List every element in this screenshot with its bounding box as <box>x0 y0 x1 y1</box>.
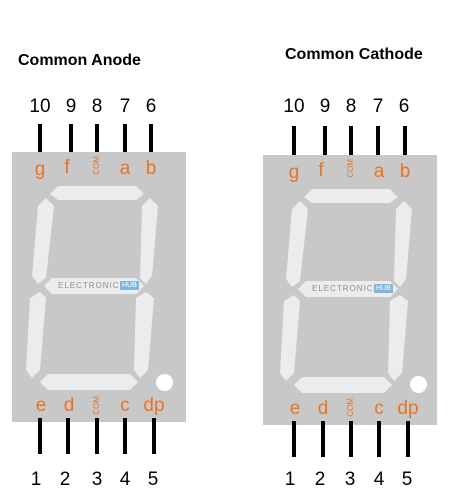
segment-label: a <box>119 158 131 179</box>
pin-lead <box>323 126 327 156</box>
seven-segment-digit <box>280 189 412 393</box>
pin-number: 10 <box>29 96 51 117</box>
decimal-point <box>410 376 427 393</box>
segment-a <box>50 186 144 200</box>
pin-lead <box>406 421 410 457</box>
pin-lead <box>38 418 42 454</box>
segment-d <box>40 374 138 390</box>
pin-lead <box>69 124 73 154</box>
pin-lead <box>66 418 70 454</box>
segment-label: d <box>63 395 75 416</box>
pin-number: 3 <box>91 469 103 490</box>
pin-number: 4 <box>119 469 131 490</box>
pin-lead <box>123 124 127 154</box>
pin-number: 7 <box>119 96 131 117</box>
pin-number: 6 <box>398 96 410 117</box>
pin-number: 1 <box>30 469 42 490</box>
segment-label: f <box>318 160 324 181</box>
pin-lead <box>95 124 99 154</box>
segment-label: COM <box>346 398 355 417</box>
pin-number: 5 <box>401 469 413 490</box>
pin-lead <box>349 421 353 457</box>
pin-lead <box>123 418 127 454</box>
pin-number: 2 <box>314 469 326 490</box>
pin-number: 2 <box>59 469 71 490</box>
segment-e <box>280 295 300 381</box>
segment-label: d <box>317 398 329 419</box>
pin-number: 1 <box>284 469 296 490</box>
pin-lead <box>149 124 153 154</box>
common-cathode-diagram: Common Cathode 10 9 8 7 6 g f COM a b EL… <box>237 0 474 502</box>
diagram-title: Common Anode <box>18 52 141 69</box>
segment-f <box>286 201 308 287</box>
pin-number: 9 <box>319 96 331 117</box>
pin-lead <box>152 418 156 454</box>
common-anode-diagram: Common Anode 10 9 8 7 6 g f COM a b ELEC… <box>12 52 186 490</box>
segment-g <box>298 281 398 297</box>
watermark-text: ELECTRONICS <box>58 281 126 290</box>
watermark-text: ELECTRONICS <box>312 284 380 293</box>
segment-g <box>44 278 144 294</box>
pin-lead <box>292 421 296 457</box>
segment-b <box>394 201 412 287</box>
segment-label: e <box>289 398 301 419</box>
pin-lead <box>321 421 325 457</box>
segment-label: e <box>35 395 47 416</box>
segment-b <box>140 198 158 284</box>
segment-label: c <box>120 395 130 416</box>
pin-lead <box>95 418 99 454</box>
pin-lead <box>377 421 381 457</box>
pin-lead <box>376 126 380 156</box>
segment-f <box>32 198 54 284</box>
pin-number: 5 <box>147 469 159 490</box>
segment-label: dp <box>397 398 419 419</box>
segment-label: b <box>145 158 157 179</box>
segment-label: b <box>399 161 411 182</box>
segment-label: COM <box>92 396 101 415</box>
segment-label: f <box>64 157 70 178</box>
segment-c <box>388 295 408 381</box>
segment-c <box>134 292 154 378</box>
pin-number: 6 <box>145 96 157 117</box>
pin-number: 3 <box>344 469 356 490</box>
pin-lead <box>403 126 407 156</box>
diagram-title: Common Cathode <box>285 46 423 63</box>
seven-segment-digit <box>26 186 158 390</box>
watermark-hub: HUB <box>374 284 393 293</box>
segment-e <box>26 292 46 378</box>
pin-lead <box>292 126 296 156</box>
watermark-hub: HUB <box>120 281 139 290</box>
segment-label: c <box>374 398 384 419</box>
pin-number: 8 <box>345 96 357 117</box>
pin-number: 8 <box>91 96 103 117</box>
pin-number: 4 <box>373 469 385 490</box>
segment-label: g <box>34 159 46 180</box>
segment-label: a <box>373 161 385 182</box>
pin-number: 10 <box>283 96 305 117</box>
decimal-point <box>156 374 173 391</box>
pin-number: 9 <box>65 96 77 117</box>
pin-number: 7 <box>372 96 384 117</box>
pin-lead <box>38 124 42 154</box>
segment-label: g <box>288 162 300 183</box>
pin-lead <box>349 126 353 156</box>
segment-a <box>304 189 398 203</box>
segment-d <box>294 377 392 393</box>
segment-label: dp <box>143 395 165 416</box>
